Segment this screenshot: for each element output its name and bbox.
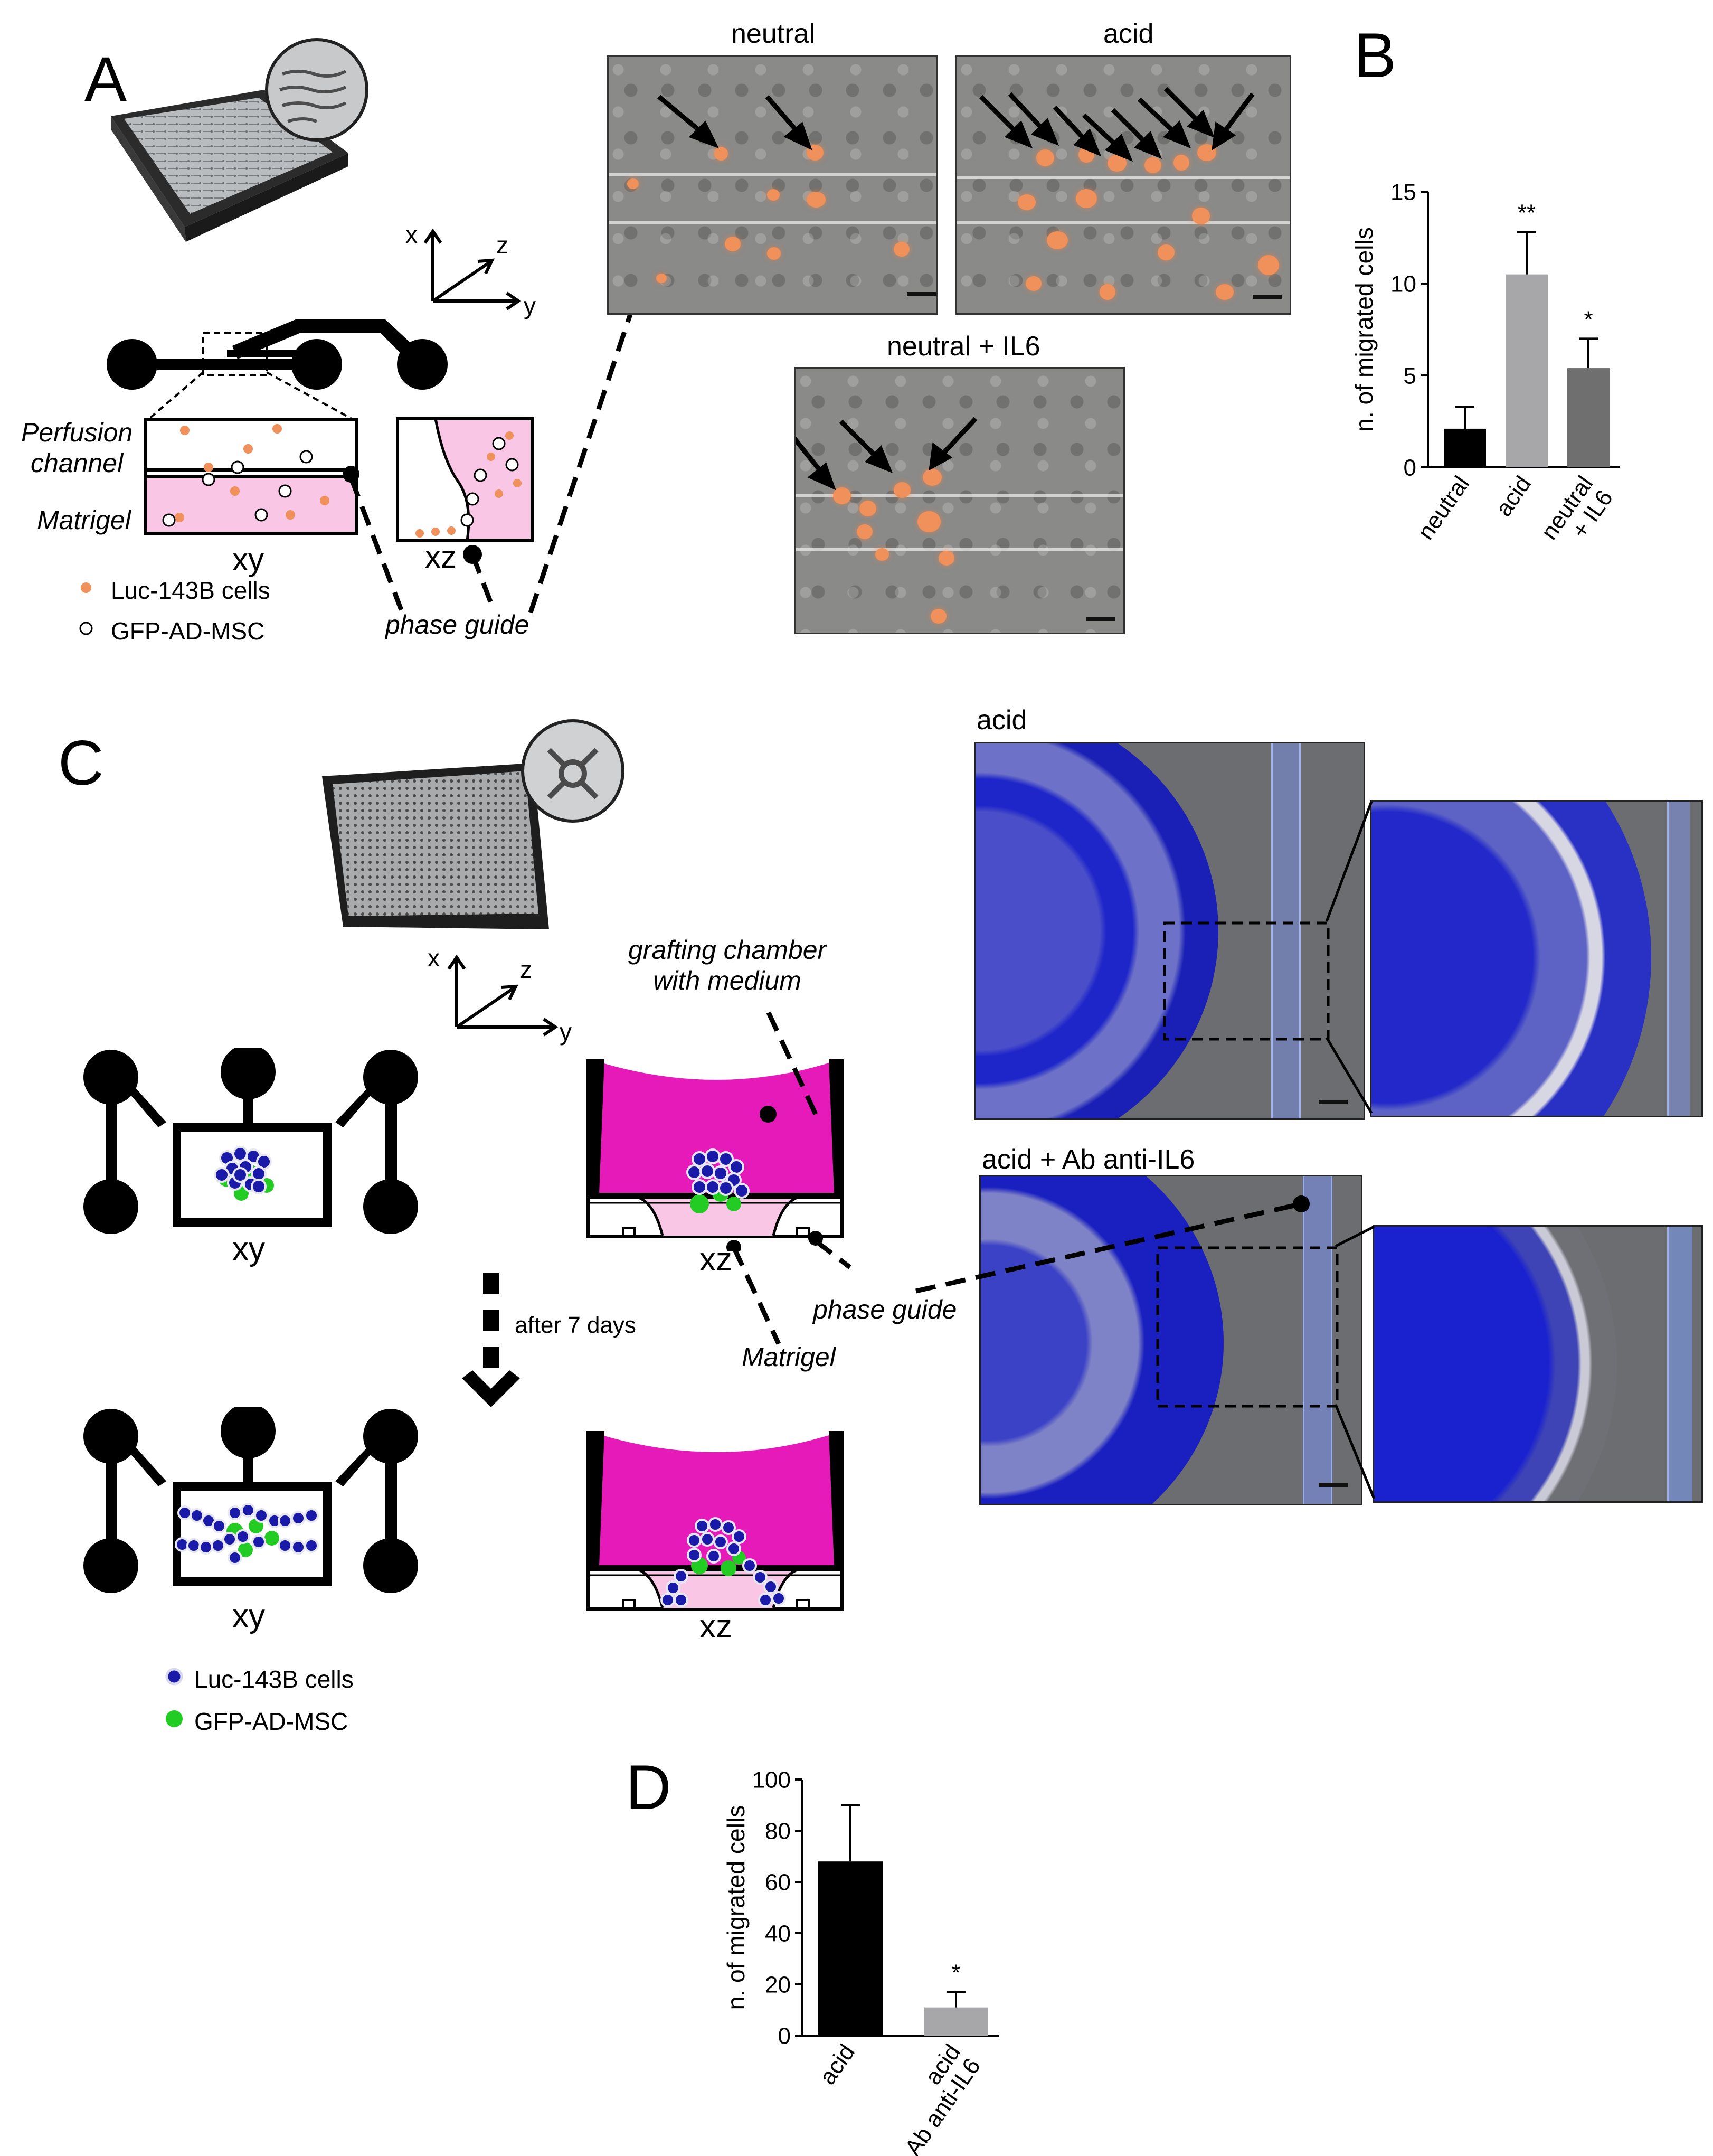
arrow-icons-acid xyxy=(979,87,1255,162)
y-tick-label: 20 xyxy=(765,1972,791,1998)
micro-title-neutral-il6: neutral + IL6 xyxy=(887,331,1040,362)
scale-bar xyxy=(907,292,936,296)
fluorescence-zoom-acid xyxy=(1370,800,1703,1117)
perfusion-channel-label: Perfusion channel xyxy=(21,417,133,478)
chip-xz-after xyxy=(586,1431,844,1611)
x-category-label: acid xyxy=(1491,472,1536,521)
micrograph-neutral-il6 xyxy=(794,367,1125,634)
significance-mark: * xyxy=(951,1960,960,1986)
legend-gfp-c: GFP-AD-MSC xyxy=(194,1708,348,1735)
axis-z-label-a: z xyxy=(496,231,508,259)
down-arrow-icon xyxy=(462,1273,520,1407)
luc-cell-legend-icon-a xyxy=(81,582,91,593)
gfp-cell-legend-icon-a xyxy=(79,622,93,635)
x-category-label: neutral xyxy=(1413,472,1474,544)
zoom-lines-a xyxy=(147,371,354,421)
after-days-label: after 7 days xyxy=(515,1312,636,1338)
axis-x-label-a: x xyxy=(405,221,418,248)
perfusion-label-line1: Perfusion xyxy=(21,418,133,447)
fluo-title-acid-ab: acid + Ab anti-IL6 xyxy=(982,1144,1195,1175)
scale-bar xyxy=(1319,1483,1348,1487)
y-axis-label: n. of migrated cells xyxy=(1350,227,1378,432)
legend-gfp-a: GFP-AD-MSC xyxy=(111,617,265,645)
view-xz-label-c-after: xz xyxy=(699,1608,732,1645)
fluorescence-image-acid xyxy=(974,742,1365,1120)
chip-xy-after xyxy=(83,1407,418,1593)
bar-1 xyxy=(924,2007,988,2036)
axis-y-label-c: y xyxy=(560,1018,572,1046)
y-tick-label: 15 xyxy=(1390,179,1416,205)
microfluidic-plate-image-c xyxy=(322,719,624,929)
micro-title-neutral: neutral xyxy=(731,18,815,49)
view-xy-label-c-after: xy xyxy=(232,1598,265,1634)
view-xz-label-c-before: xz xyxy=(699,1241,732,1278)
y-tick-label: 80 xyxy=(765,1818,791,1844)
phase-guide-label-a: phase guide xyxy=(385,610,529,639)
panel-letter-a: A xyxy=(84,44,127,115)
perfusion-label-line2: channel xyxy=(31,448,124,478)
chip-schematic-a xyxy=(107,319,448,390)
chip-xz-before xyxy=(586,1059,844,1251)
bar-0 xyxy=(818,1861,883,2036)
legend-luc-a: Luc-143B cells xyxy=(111,577,270,604)
significance-mark: * xyxy=(1584,306,1593,332)
fluorescence-zoom-acid-ab xyxy=(1373,1225,1703,1503)
panel-letter-b: B xyxy=(1354,20,1397,91)
grafting-label-line1: grafting chamber xyxy=(628,935,827,965)
chip-xy-before xyxy=(83,1048,418,1234)
xy-cross-section-a xyxy=(144,418,359,535)
panel-letter-d: D xyxy=(626,1752,671,1823)
y-tick-label: 5 xyxy=(1404,363,1416,389)
axis-y-label-a: y xyxy=(524,292,536,319)
xz-cross-section-a xyxy=(396,417,534,564)
zoom-box-acid-ab xyxy=(1156,1246,1339,1408)
phase-guide-label-c: phase guide xyxy=(813,1295,957,1324)
luc-cell-legend-icon-c xyxy=(165,1668,183,1686)
gfp-cell-legend-icon-c xyxy=(166,1710,183,1727)
y-tick-label: 60 xyxy=(765,1869,791,1895)
fluo-title-acid: acid xyxy=(977,705,1027,736)
micrograph-neutral xyxy=(607,55,938,315)
y-tick-label: 40 xyxy=(765,1920,791,1946)
axes-icon-c: x z y xyxy=(428,944,572,1046)
microfluidic-plate-image-a xyxy=(111,38,368,242)
micrograph-acid xyxy=(955,55,1291,315)
scale-bar xyxy=(1319,1100,1348,1104)
fluorescence-image-acid-ab xyxy=(979,1175,1362,1505)
y-tick-label: 10 xyxy=(1390,271,1416,297)
zoom-box-acid xyxy=(1163,921,1330,1041)
grafting-label-line2: with medium xyxy=(653,966,801,995)
x-category-label: acid xyxy=(815,2040,860,2089)
matrigel-label-a: Matrigel xyxy=(37,505,131,535)
y-tick-label: 0 xyxy=(1404,455,1416,481)
view-xy-label-c-before: xy xyxy=(232,1231,265,1267)
arrow-icons-neutral-il6 xyxy=(796,417,978,491)
x-category-label: neutral+ IL6 xyxy=(1536,472,1618,559)
bar-chart-b: 0 5 10 15 n. of migrated cells neutral ** acid *… xyxy=(1350,179,1620,559)
bar-0 xyxy=(1444,428,1486,467)
view-xz-label-a: xz xyxy=(425,539,457,575)
grafting-chamber-label: grafting chamber with medium xyxy=(628,935,826,996)
bar-2 xyxy=(1567,368,1610,467)
y-axis-label: n. of migrated cells xyxy=(722,1805,750,2010)
axis-x-label-c: x xyxy=(428,944,440,972)
y-tick-label: 100 xyxy=(752,1767,791,1793)
bar-1 xyxy=(1506,274,1548,467)
view-xy-label-a: xy xyxy=(232,542,264,577)
scale-bar xyxy=(1086,617,1115,621)
micro-title-acid: acid xyxy=(1103,18,1154,49)
scale-bar xyxy=(1253,295,1282,299)
y-tick-label: 0 xyxy=(778,2023,791,2049)
legend-luc-c: Luc-143B cells xyxy=(194,1665,354,1693)
matrigel-label-c: Matrigel xyxy=(742,1342,836,1372)
axis-z-label-c: z xyxy=(520,956,532,983)
arrow-icons-neutral xyxy=(657,95,812,150)
significance-mark: ** xyxy=(1518,200,1536,226)
panel-letter-c: C xyxy=(58,728,104,798)
x-category-label: acid+ Ab anti-IL6 xyxy=(869,2040,986,2156)
